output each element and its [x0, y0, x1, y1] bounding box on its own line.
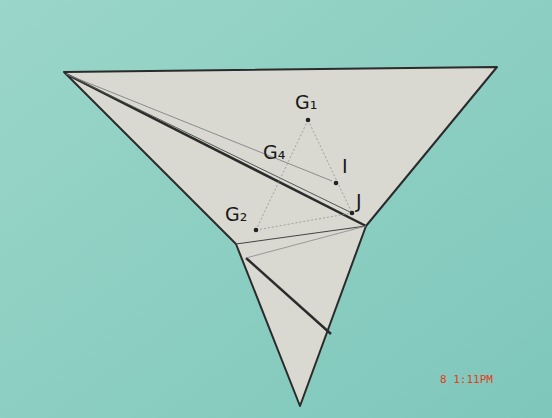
- fold-line: [66, 74, 366, 226]
- point: [306, 118, 311, 123]
- point: [334, 181, 339, 186]
- timestamp: 8 1:11PM: [440, 374, 493, 385]
- point-label: G₂: [225, 205, 247, 224]
- point: [254, 228, 259, 233]
- guide-line: [308, 120, 352, 213]
- point: [350, 211, 355, 216]
- thin-line: [246, 226, 366, 258]
- guide-line: [256, 120, 308, 230]
- thin-line: [236, 226, 366, 244]
- guide-line: [256, 213, 352, 230]
- fold-line: [246, 258, 331, 334]
- point-label: I: [342, 157, 348, 176]
- paper-outline: [64, 67, 497, 406]
- point-label: G₁: [295, 93, 317, 112]
- thin-line: [66, 74, 350, 212]
- thin-line: [66, 74, 332, 181]
- point-label: G₄: [263, 143, 285, 162]
- point-label: J: [356, 192, 362, 211]
